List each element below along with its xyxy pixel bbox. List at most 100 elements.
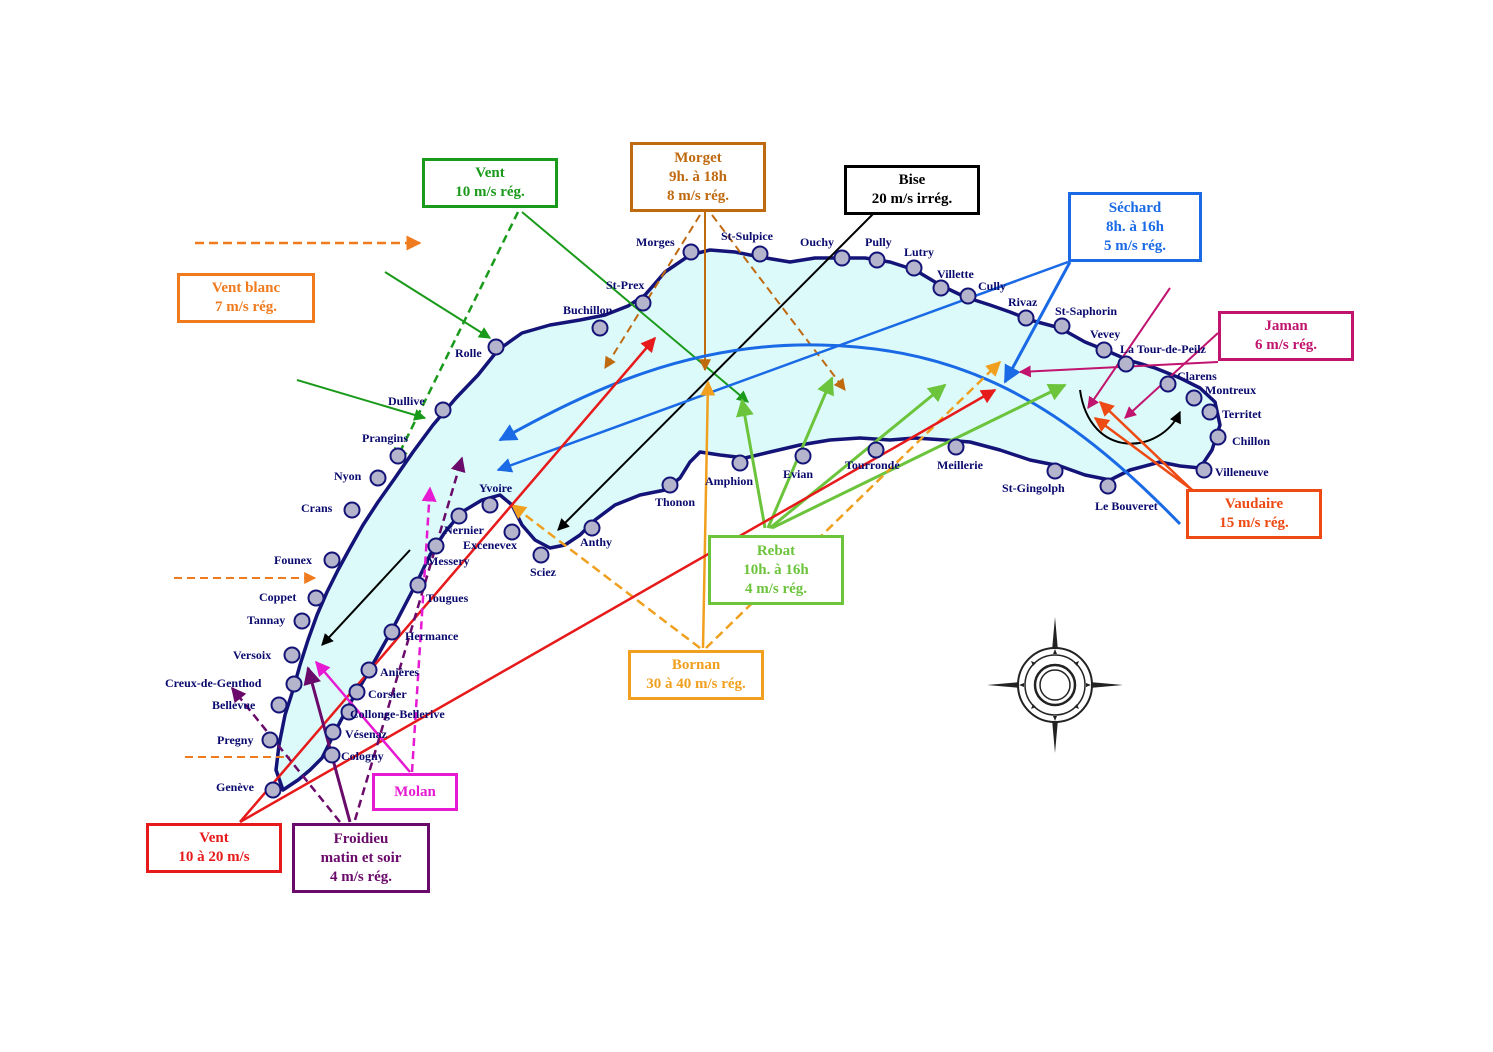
- town-marker: [261, 731, 279, 749]
- town-marker: [1095, 341, 1113, 359]
- bise-arrow: [321, 549, 411, 646]
- town-label: St-Saphorin: [1055, 304, 1117, 318]
- town-marker: [323, 746, 341, 764]
- town-label: Corsier: [368, 687, 407, 701]
- town-label: Hermance: [405, 629, 459, 643]
- town-label: Founex: [274, 553, 312, 567]
- town-label: Crans: [301, 501, 333, 515]
- compass-rose-icon: [987, 617, 1123, 753]
- town-marker: [947, 438, 965, 456]
- wind-box-line: Vent: [199, 830, 229, 846]
- town-marker: [270, 696, 288, 714]
- town-marker: [348, 683, 366, 701]
- wind-box-line: 4 m/s rég.: [744, 580, 808, 597]
- vent-green-dashed-arrow: [393, 211, 520, 464]
- town-label: St-Sulpice: [721, 229, 774, 243]
- town-label: Dullive: [388, 394, 425, 408]
- vent-green-arrow: [384, 271, 492, 339]
- town-marker: [360, 661, 378, 679]
- town-label: Nernier: [444, 523, 485, 537]
- town-marker: [905, 259, 923, 277]
- town-label: Cologny: [341, 749, 384, 763]
- town-label: Chillon: [1232, 434, 1270, 448]
- town-marker: [307, 589, 325, 607]
- town-label: Pregny: [217, 733, 253, 747]
- town-label: St-Gingolph: [1002, 481, 1065, 495]
- town-marker: [833, 249, 851, 267]
- town-marker: [661, 476, 679, 494]
- wind-box-line: Jaman: [1264, 318, 1308, 334]
- wind-box-line: 4 m/s rég.: [329, 868, 393, 885]
- town-marker: [1099, 477, 1117, 495]
- wind-box-line: Froidieu: [333, 830, 389, 847]
- wind-box-line: 8h. à 16h: [1106, 218, 1164, 235]
- vent-red-arrow: [239, 388, 997, 824]
- town-label: La Tour-de-Peilz: [1120, 342, 1207, 356]
- wind-box-line: 15 m/s rég.: [1219, 515, 1289, 531]
- rebat-arrow: [736, 398, 767, 529]
- molan-dashed-arrow: [410, 486, 437, 773]
- town-marker: [794, 447, 812, 465]
- town-marker: [1201, 403, 1219, 421]
- town-label: Creux-de-Genthod: [165, 676, 262, 690]
- wind-box-line: matin et soir: [320, 849, 402, 866]
- town-label: Excenevex: [463, 538, 517, 552]
- town-label: Montreux: [1205, 383, 1256, 397]
- town-marker: [634, 294, 652, 312]
- town-marker: [868, 251, 886, 269]
- town-marker: [731, 454, 749, 472]
- wind-box-line: Vaudaire: [1224, 496, 1284, 512]
- town-marker: [1195, 461, 1213, 479]
- town-marker: [959, 287, 977, 305]
- sechard-arrow: [1003, 261, 1072, 384]
- town-marker: [583, 519, 601, 537]
- wind-box-line: 20 m/s irrég.: [871, 191, 953, 207]
- wind-box-line: Rebat: [756, 542, 796, 559]
- wind-box-line: Morget: [674, 149, 722, 166]
- town-marker: [323, 551, 341, 569]
- town-marker: [1117, 355, 1135, 373]
- bornan-dashed-arrow: [510, 504, 701, 649]
- bise-arrow: [557, 211, 876, 531]
- wind-box-line: 7 m/s rég.: [214, 299, 278, 315]
- town-marker: [1185, 389, 1203, 407]
- bise-curved-arrow: [1079, 389, 1181, 445]
- town-label: Meillerie: [937, 458, 984, 472]
- town-marker: [1053, 317, 1071, 335]
- town-label: Rivaz: [1008, 295, 1038, 309]
- jaman-arrow: [1087, 287, 1171, 409]
- bornan-arrow: [700, 380, 716, 649]
- vent-green-arrow: [296, 379, 427, 421]
- town-marker: [682, 243, 700, 261]
- town-marker: [324, 723, 342, 741]
- town-label: Nyon: [334, 469, 362, 483]
- town-label: Coppet: [259, 590, 296, 604]
- town-marker: [369, 469, 387, 487]
- rebat-arrow: [769, 383, 947, 530]
- wind-box-vaudaire: Vaudaire 15 m/s rég.: [1186, 489, 1322, 539]
- town-label: Yvoire: [479, 481, 513, 495]
- wind-box-line: Vent: [475, 165, 505, 181]
- town-label: Tannay: [247, 613, 285, 627]
- town-marker: [532, 546, 550, 564]
- town-label: Pully: [865, 235, 892, 249]
- town-label: Amphion: [705, 474, 753, 488]
- town-label: Anières: [380, 665, 419, 679]
- town-marker: [293, 612, 311, 630]
- town-label: Villette: [937, 267, 975, 281]
- bornan-dashed-arrow: [705, 360, 1002, 649]
- town-label: Anthy: [580, 535, 612, 549]
- town-label: Evian: [783, 467, 813, 481]
- wind-box-line: Vent blanc: [211, 280, 281, 296]
- town-marker: [450, 507, 468, 525]
- froidieu-dashed-arrow: [353, 456, 466, 821]
- morget-dashed-arrow: [711, 214, 846, 391]
- towns: GenèvePregnyBellevueCreux-de-GenthodVers…: [165, 229, 1270, 799]
- town-marker: [427, 537, 445, 555]
